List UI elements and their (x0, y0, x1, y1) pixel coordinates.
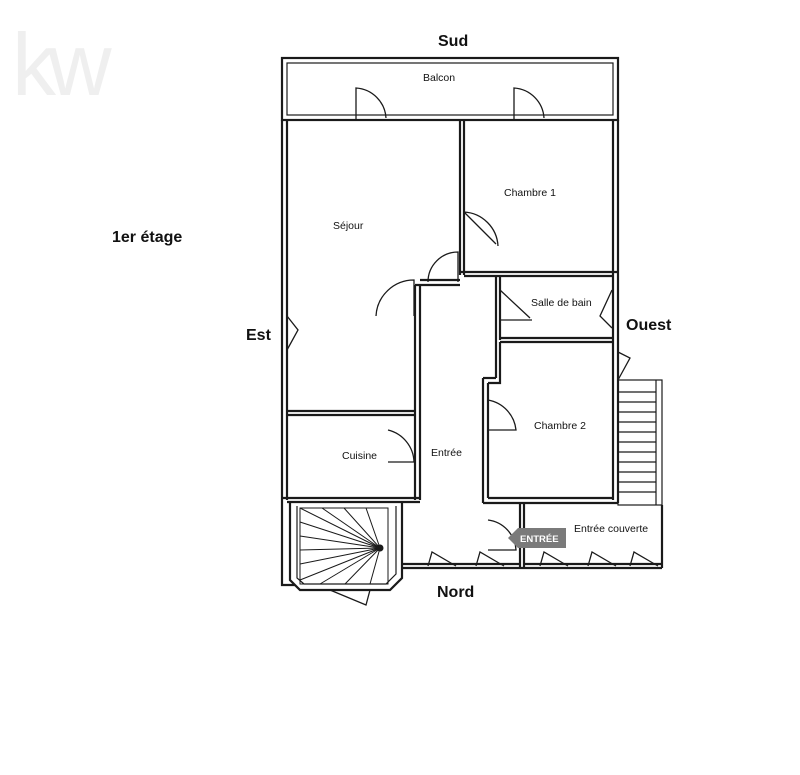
door-balcon-right (513, 87, 545, 120)
door-west-stairs (617, 351, 631, 381)
entry-sign: ENTRÉE (508, 528, 566, 548)
door-sejour-corridor (375, 279, 415, 317)
compass-south: Sud (438, 33, 468, 50)
door-chambre2 (487, 399, 517, 431)
door-north-5 (629, 551, 659, 567)
room-label-chambre2: Chambre 2 (534, 420, 586, 432)
door-entree (487, 519, 517, 551)
door-stair-bottom (329, 589, 371, 606)
door-balcon-left (355, 87, 387, 120)
room-label-salle-de-bain: Salle de bain (531, 297, 592, 309)
door-north-3 (539, 551, 569, 567)
room-label-chambre1: Chambre 1 (504, 187, 556, 199)
door-north-1 (427, 551, 457, 567)
room-label-entree: Entrée (431, 447, 462, 459)
door-sejour-top (427, 251, 459, 283)
kw-logo: kw (12, 15, 112, 114)
compass-east: Est (246, 327, 272, 344)
room-label-sejour: Séjour (333, 220, 364, 232)
spiral-staircase (299, 507, 389, 585)
door-salle-de-bain (499, 289, 532, 321)
entry-sign-text: ENTRÉE (520, 534, 559, 545)
exterior-staircase (617, 379, 663, 506)
door-chambre1 (463, 211, 499, 247)
room-label-balcon: Balcon (423, 72, 455, 84)
door-salle-de-bain-west (599, 289, 613, 329)
door-north-2 (475, 551, 505, 567)
door-north-4 (587, 551, 617, 567)
doors (286, 87, 659, 606)
compass-north: Nord (437, 584, 474, 601)
door-cuisine (387, 429, 415, 463)
outer-walls (280, 56, 620, 587)
room-label-cuisine: Cuisine (342, 450, 377, 462)
door-est-window (286, 315, 299, 351)
room-label-entree-couverte: Entrée couverte (574, 523, 648, 535)
compass-west: Ouest (626, 317, 672, 334)
floor-label: 1er étage (112, 229, 182, 246)
